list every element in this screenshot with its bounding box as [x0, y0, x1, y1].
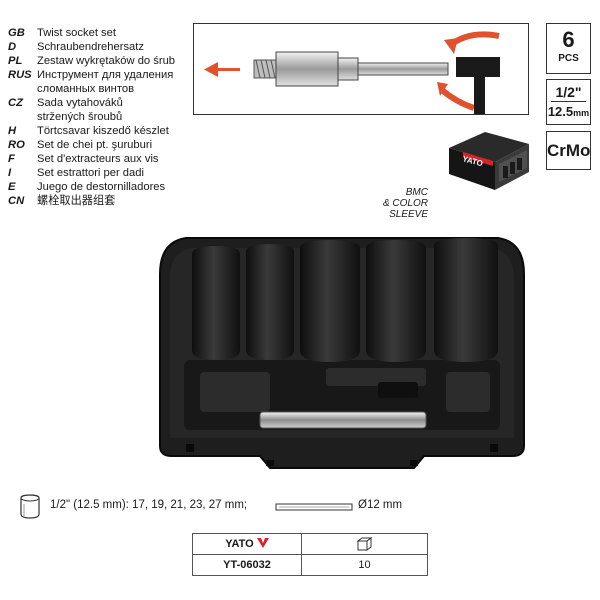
language-code: E: [8, 181, 16, 193]
language-code: CN: [8, 195, 25, 207]
language-text: сломанных винтов: [37, 83, 135, 95]
language-code: GB: [8, 27, 25, 39]
brand-logo: YATO: [225, 538, 269, 550]
socket-icon: [20, 494, 40, 519]
package-image: YATO: [443, 128, 533, 193]
language-code: PL: [8, 55, 23, 67]
language-code: I: [8, 167, 12, 179]
socket-case-image: [156, 232, 528, 475]
language-text: Twist socket set: [37, 27, 116, 39]
language-text: Törtcsavar kiszedő készlet: [37, 125, 169, 137]
language-text: stržených šroubů: [37, 111, 123, 123]
hammer-icon: [456, 57, 500, 114]
language-row: CN 螺栓取出器组套: [8, 194, 208, 208]
language-row: D Schraubendrehersatz: [8, 40, 208, 54]
language-row: stržených šroubů: [8, 110, 208, 124]
language-text: Zestaw wykrętaków do śrub: [37, 55, 176, 67]
package-label: BMC & COLOR SLEEVE: [370, 187, 428, 220]
bar-diameter: Ø12 mm: [358, 499, 403, 511]
package-graphic: YATO: [449, 132, 529, 190]
material-spec: CrMo: [546, 131, 591, 170]
usage-diagram: [193, 23, 529, 115]
language-code: [8, 110, 37, 124]
drive-mm-value: 12.5: [547, 104, 574, 119]
extension-bar: [259, 411, 427, 429]
table-row: YT-06032 10: [192, 554, 428, 576]
drive-size-inch: 1/2": [551, 83, 586, 102]
language-code: RUS: [8, 69, 32, 81]
language-code: F: [8, 153, 15, 165]
language-row: E Juego de destornilladores: [8, 180, 208, 194]
language-text: Set estrattori per dadi: [37, 167, 144, 179]
box-icon: [356, 537, 372, 551]
pull-arrow-icon: [204, 62, 240, 77]
language-code: CZ: [8, 97, 23, 109]
language-code: RO: [8, 139, 25, 151]
brand-mark-icon: [256, 538, 269, 548]
package-label-line1: BMC: [405, 187, 428, 198]
brand-name: YATO: [225, 538, 254, 550]
material-label: CrMo: [547, 141, 591, 160]
pieces-count: 6: [562, 27, 575, 52]
language-row: RO Set de chei pt. şuruburi: [8, 138, 208, 152]
language-row: F Set d'extracteurs aux vis: [8, 152, 208, 166]
table-row: YATO: [192, 533, 428, 555]
language-row: PL Zestaw wykrętaków do śrub: [8, 54, 208, 68]
package-label-line2: & COLOR: [382, 198, 428, 209]
usage-diagram-graphic: [204, 31, 500, 114]
socket-row: [192, 238, 498, 362]
socket-case-graphic: [159, 237, 525, 469]
rotate-arrow-lower-icon: [440, 87, 475, 111]
sizes-line: 1/2" (12.5 mm): 17, 19, 21, 23, 27 mm; Ø…: [18, 494, 438, 520]
package-label-line3: SLEEVE: [389, 209, 428, 220]
language-text: Juego de destornilladores: [37, 181, 166, 193]
drive-mm-unit: mm: [573, 108, 590, 118]
product-table: YATO YT-06032 10: [192, 533, 428, 576]
quantity-cell: 10: [301, 554, 428, 576]
language-text: 螺栓取出器组套: [37, 195, 116, 207]
sizes-text: 1/2" (12.5 mm): 17, 19, 21, 23, 27 mm;: [50, 499, 248, 511]
language-code: D: [8, 41, 17, 53]
quantity-header-cell: [301, 533, 428, 555]
language-row: GB Twist socket set: [8, 26, 208, 40]
language-code: [8, 82, 37, 96]
brand-cell: YATO: [192, 533, 302, 555]
language-row: RUS Инструмент для удаления: [8, 68, 208, 82]
language-text: Set de chei pt. şuruburi: [37, 139, 153, 151]
extension-bar-icon: [275, 503, 353, 511]
language-row: I Set estrattori per dadi: [8, 166, 208, 180]
language-text: Schraubendrehersatz: [37, 41, 144, 53]
language-text: Инструмент для удаления: [37, 69, 174, 81]
language-code: H: [8, 125, 17, 137]
language-text: Sada vytahováků: [37, 97, 123, 109]
pieces-unit: PCS: [558, 53, 579, 64]
product-code-cell: YT-06032: [192, 554, 302, 576]
drive-size-mm: 12.5mm: [547, 102, 590, 123]
language-row: H Törtcsavar kiszedő készlet: [8, 124, 208, 138]
language-row: CZ Sada vytahováků: [8, 96, 208, 110]
pieces-spec: 6 PCS: [546, 23, 591, 74]
language-row: сломанных винтов: [8, 82, 208, 96]
language-text: Set d'extracteurs aux vis: [37, 153, 159, 165]
drive-size-spec: 1/2" 12.5mm: [546, 79, 591, 125]
